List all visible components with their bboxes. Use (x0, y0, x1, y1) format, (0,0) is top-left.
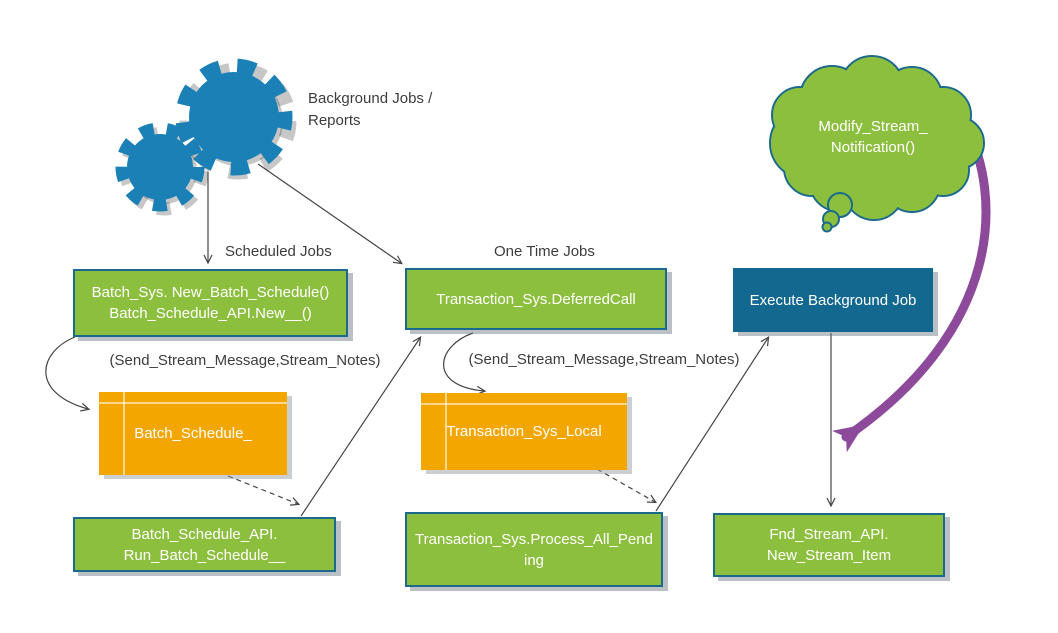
gears-caption-line2: Reports (308, 112, 361, 129)
thought-cloud-tail (821, 192, 853, 233)
node-execute-background-job-label: Execute Background Job (749, 291, 917, 309)
node-run-batch-schedule: Batch_Schedule_API. Run_Batch_Schedule__ (73, 517, 336, 572)
gear-large-icon (175, 58, 297, 180)
stream-params-left-label: (Send_Stream_Message,Stream_Notes) (109, 352, 381, 369)
node-process-all-pending: Transaction_Sys.Process_All_Pending (405, 512, 663, 587)
table-transaction-sys-local-column-divider (445, 393, 447, 470)
cloud-label-line1: Modify_Stream_ (818, 118, 928, 135)
arrow-one-time-jobs (257, 163, 403, 265)
node-run-batch-schedule-line2: Run_Batch_Schedule__ (123, 546, 286, 564)
gears-caption: Background Jobs / Reports (308, 88, 468, 132)
gear-small-icon (115, 122, 209, 216)
node-new-stream-item-line2: New_Stream_Item (766, 547, 892, 564)
table-batch-schedule-label: Batch_Schedule_ (134, 425, 252, 442)
node-batch-sys-line1: Batch_Sys. New_Batch_Schedule() (91, 284, 330, 301)
table-batch-schedule-header-divider (99, 402, 287, 404)
arrow-run-to-deferredcall (300, 336, 422, 517)
arrow-deferredcall-to-local (443, 332, 487, 395)
table-transaction-sys-local: Transaction_Sys_Local (421, 393, 627, 470)
node-process-all-pending-label: Transaction_Sys.Process_All_Pending (415, 530, 653, 569)
stream-params-middle-label: (Send_Stream_Message,Stream_Notes) (468, 351, 740, 368)
table-transaction-sys-local-header-divider (421, 403, 627, 405)
cloud-label-line2: Notification() (830, 139, 916, 156)
arrow-pending-to-execute (655, 336, 770, 512)
node-batch-sys-line2: Batch_Schedule_API.New__() (109, 305, 312, 322)
node-run-batch-schedule-line1: Batch_Schedule_API. (131, 525, 278, 543)
node-deferred-call: Transaction_Sys.DeferredCall (405, 268, 667, 330)
table-transaction-sys-local-label: Transaction_Sys_Local (446, 423, 602, 440)
scheduled-jobs-label: Scheduled Jobs (225, 243, 332, 260)
thought-cloud (769, 55, 985, 233)
one-time-jobs-label: One Time Jobs (494, 243, 595, 260)
arrow-local-to-pending-dashed (596, 468, 658, 504)
table-batch-schedule-column-divider (123, 392, 125, 475)
node-batch-sys: Batch_Sys. New_Batch_Schedule() Batch_Sc… (73, 269, 348, 337)
node-deferred-call-label: Transaction_Sys.DeferredCall (436, 290, 636, 308)
node-new-stream-item: Fnd_Stream_API. New_Stream_Item (713, 513, 945, 577)
table-batch-schedule: Batch_Schedule_ (99, 392, 287, 475)
cloud-modify-stream-notification: Modify_Stream_ Notification() (793, 116, 953, 158)
arrow-batchsys-to-batchschedule (45, 336, 91, 412)
gears-caption-line1: Background Jobs / (308, 90, 433, 107)
arrow-batchschedule-to-run-dashed (227, 475, 301, 506)
node-new-stream-item-line1: Fnd_Stream_API. (769, 526, 889, 543)
node-execute-background-job: Execute Background Job (733, 268, 933, 332)
